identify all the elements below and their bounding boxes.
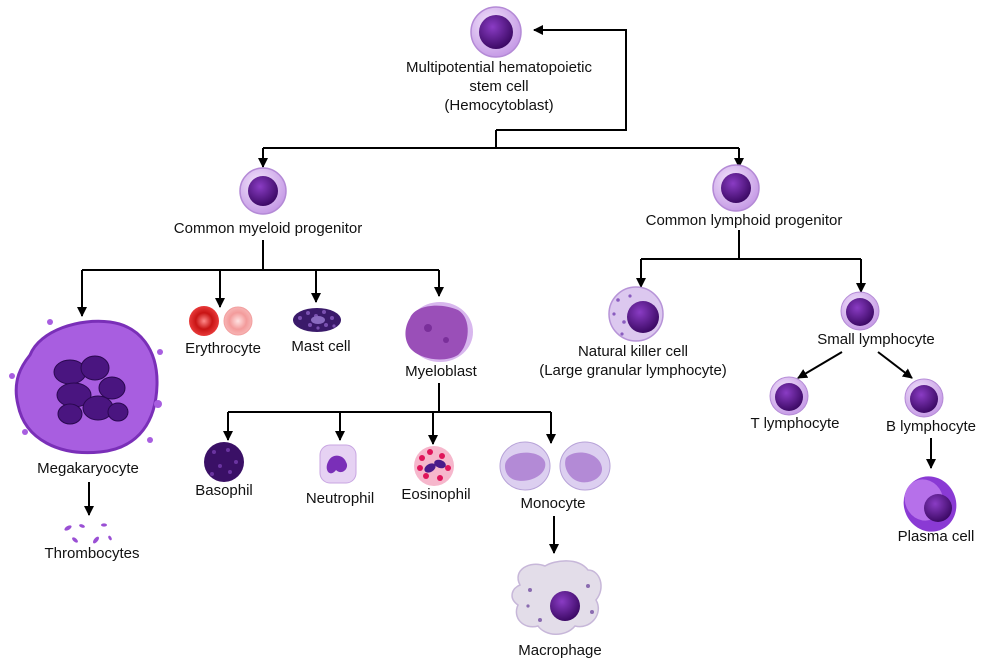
stem-cell <box>470 6 522 58</box>
plasma-cell <box>903 476 957 532</box>
nk-cell-label-line2: (Large granular lymphocyte) <box>539 362 727 379</box>
connector-lines <box>77 25 936 554</box>
stem-cell-label-line1: Multipotential hematopoietic <box>406 59 592 76</box>
myeloblast-cell <box>405 302 473 362</box>
erythrocyte-cells <box>189 306 253 336</box>
eosinophil-cell <box>414 446 454 486</box>
stem-cell-label-line3: (Hemocytoblast) <box>444 97 554 114</box>
b-lymphocyte-label: B lymphocyte <box>885 418 977 435</box>
myeloblast-label: Myeloblast <box>405 363 477 380</box>
basophil-cell <box>204 442 244 482</box>
thrombocytes-cells <box>64 523 112 544</box>
lymphoid-progenitor-cell <box>712 164 760 212</box>
myeloid-progenitor-cell <box>239 167 287 215</box>
small-lymphocyte-label: Small lymphocyte <box>817 331 935 348</box>
macrophage-label: Macrophage <box>518 642 602 659</box>
plasma-cell-label: Plasma cell <box>897 528 975 545</box>
macrophage-cell <box>511 560 602 635</box>
lymphoid-progenitor-label: Common lymphoid progenitor <box>645 212 843 229</box>
mast-cell <box>293 308 341 332</box>
small-lymphocyte-cell <box>840 291 880 331</box>
nk-cell-label-line1: Natural killer cell <box>577 343 689 360</box>
b-lymphocyte-cell <box>904 378 944 418</box>
eosinophil-label: Eosinophil <box>401 486 471 503</box>
megakaryocyte-label: Megakaryocyte <box>37 460 139 477</box>
mast-cell-label: Mast cell <box>291 338 351 355</box>
t-lymphocyte-label: T lymphocyte <box>750 415 840 432</box>
monocyte-label: Monocyte <box>520 495 586 512</box>
monocyte-cells <box>499 441 611 491</box>
neutrophil-cell <box>319 444 357 484</box>
erythrocyte-label: Erythrocyte <box>185 340 261 357</box>
t-lymphocyte-cell <box>769 376 809 416</box>
neutrophil-label: Neutrophil <box>305 490 375 507</box>
stem-cell-label-line2: stem cell <box>469 78 529 95</box>
thrombocytes-label: Thrombocytes <box>44 545 140 562</box>
basophil-label: Basophil <box>195 482 253 499</box>
megakaryocyte-cell <box>9 319 163 455</box>
natural-killer-cell <box>608 286 664 342</box>
myeloid-progenitor-label: Common myeloid progenitor <box>173 220 363 237</box>
